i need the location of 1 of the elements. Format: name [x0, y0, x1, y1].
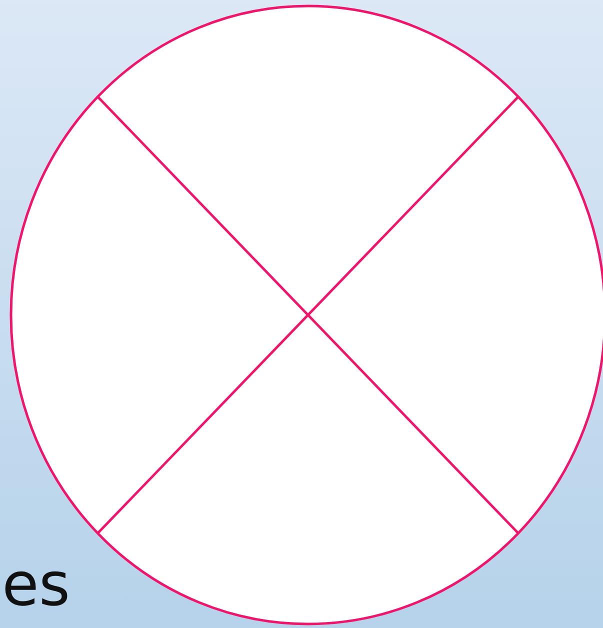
text-fragment: es	[2, 552, 70, 618]
